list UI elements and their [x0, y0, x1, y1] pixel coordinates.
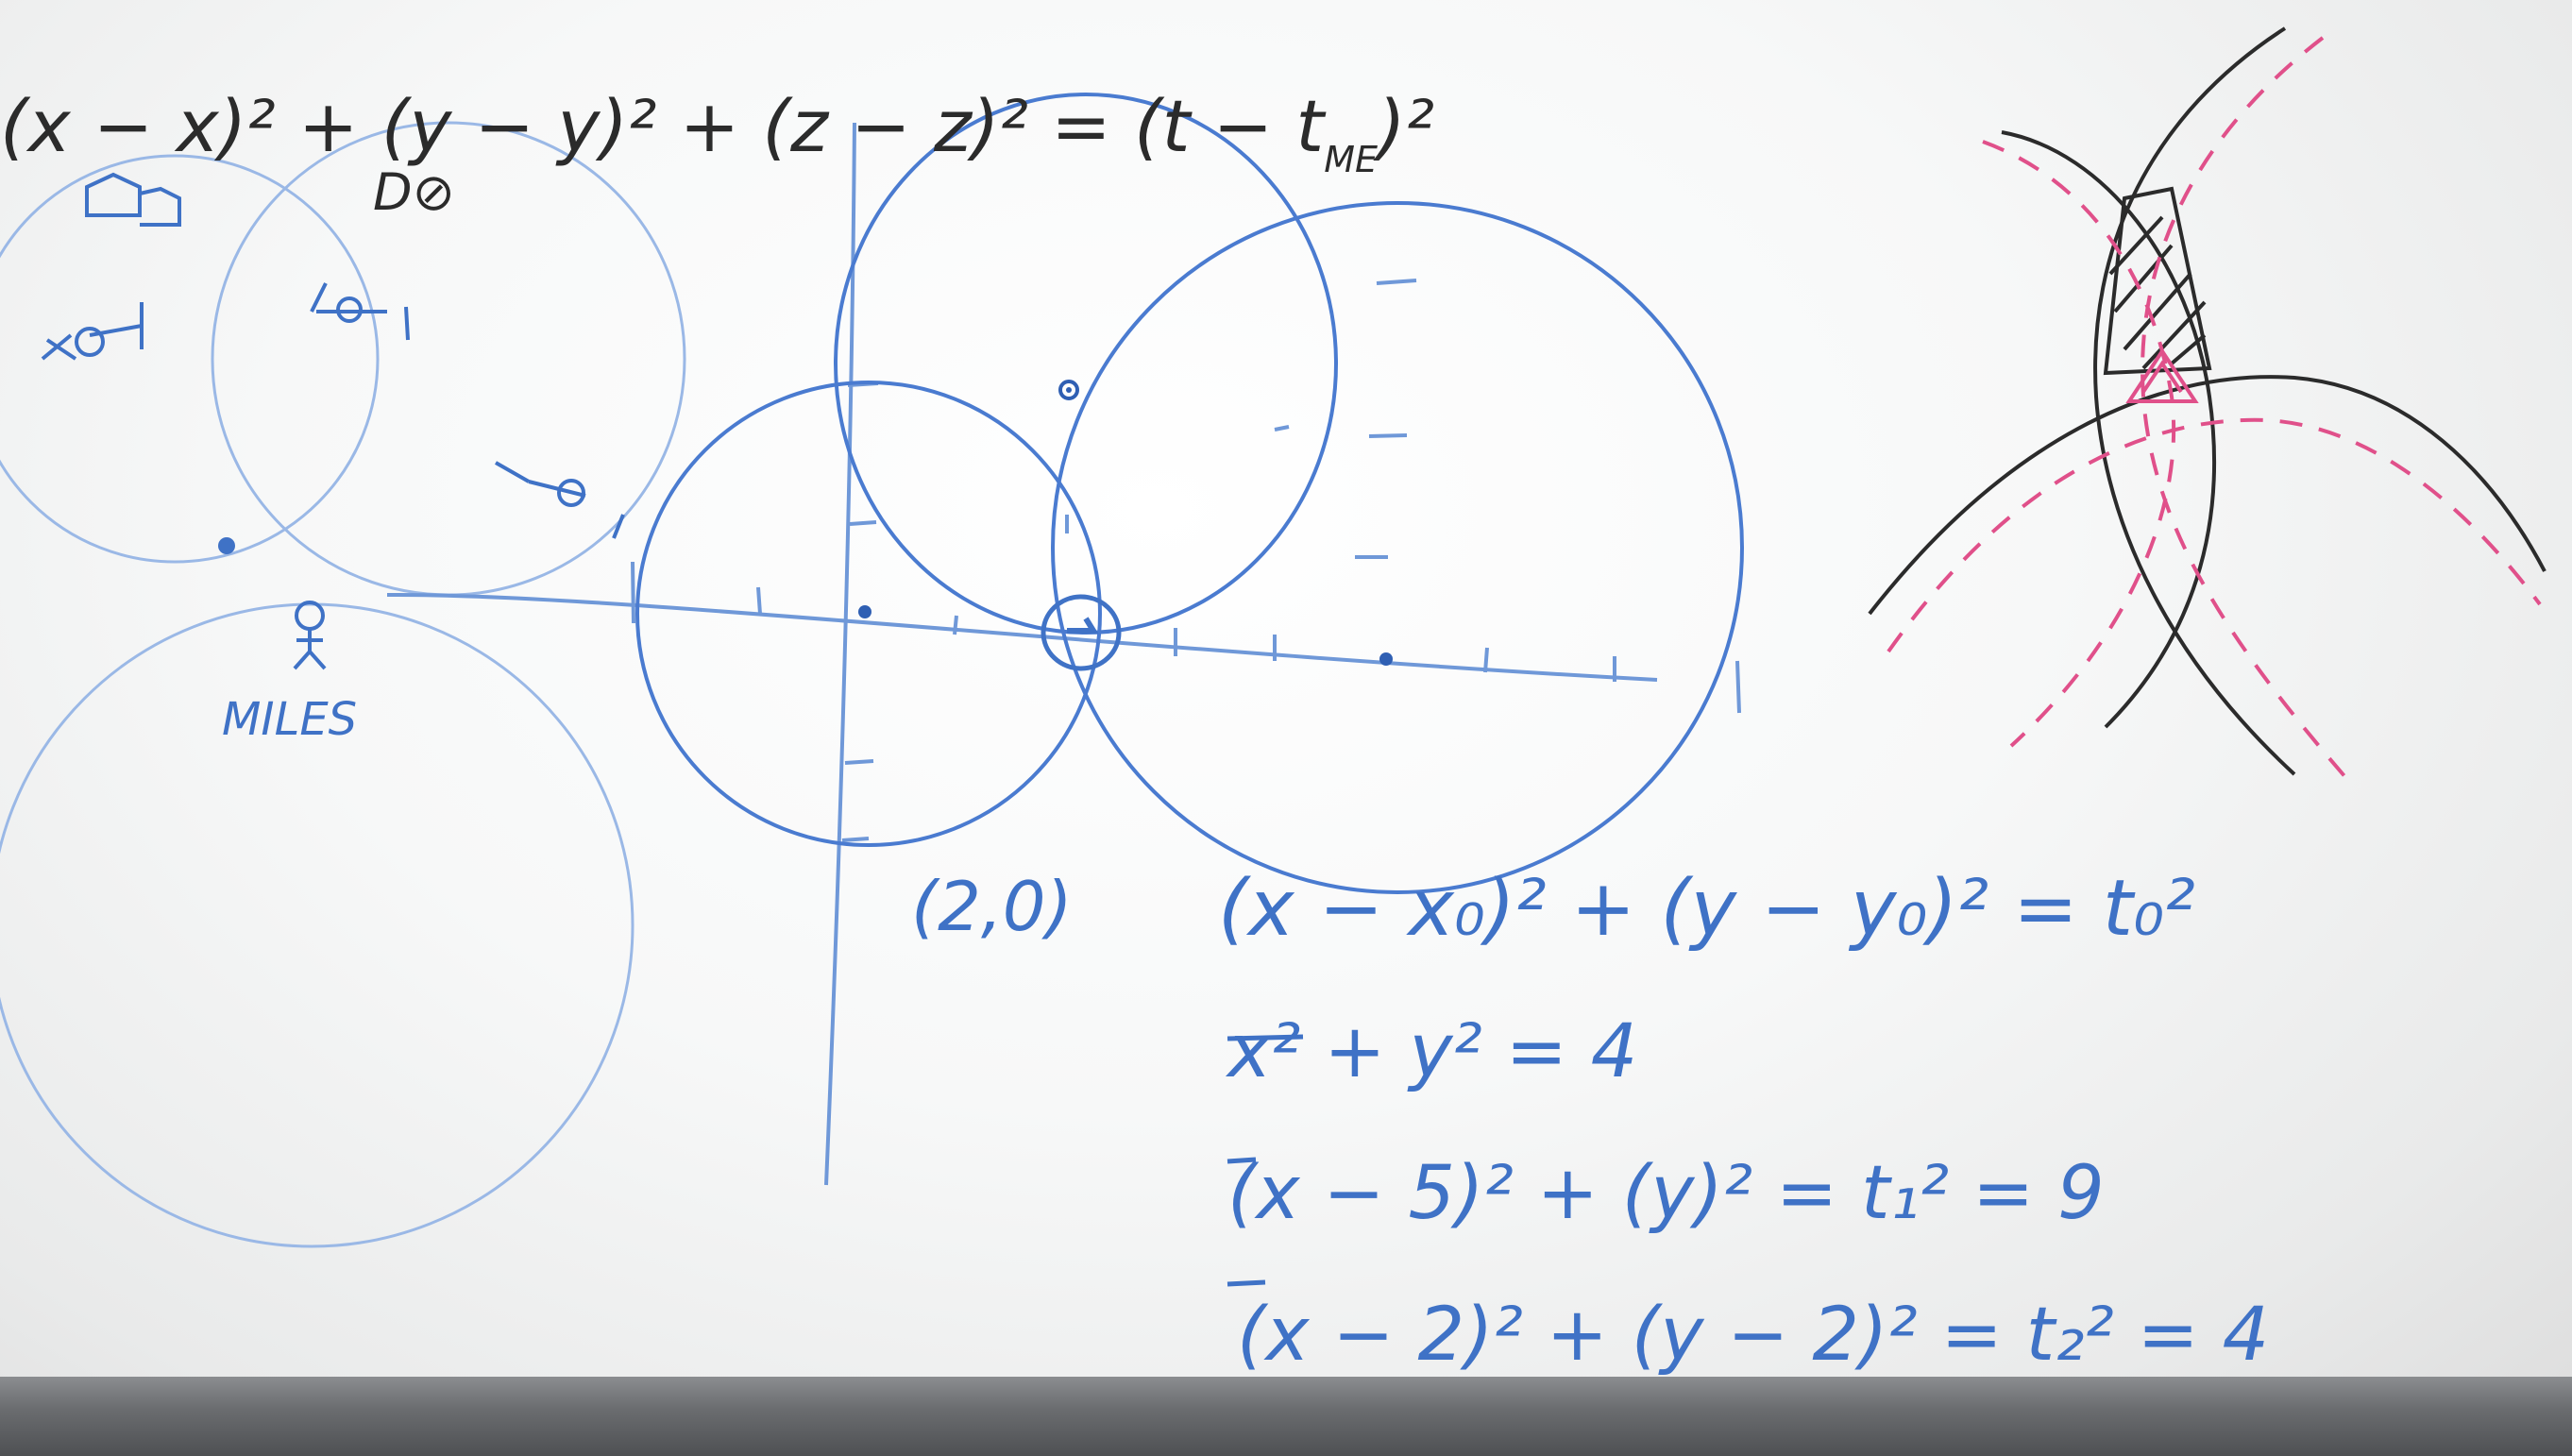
origin-point — [858, 380, 1393, 666]
marker-tray — [0, 1377, 2572, 1456]
distance-equation: (x − x)² + (y − y)² + (z − z)² = (t − tM… — [0, 84, 1434, 180]
circle-equation-1: x² + y² = 4 — [1225, 1009, 1637, 1094]
distance-equation-close: )² — [1373, 84, 1434, 168]
scribble-label: D⊘ — [373, 162, 455, 222]
distance-equation-main: (x − x)² + (y − y)² + (z − z)² = (t − t — [0, 84, 1327, 168]
plotted-circles — [635, 93, 1744, 894]
point-label: (2,0) — [911, 867, 1073, 946]
distance-equation-subscript: ME — [1324, 139, 1378, 180]
intersection-dot — [218, 537, 235, 554]
person-name-label: MILES — [222, 693, 357, 746]
equation-dashes — [1227, 1034, 1304, 1287]
circle-equation-2: (x − 5)² + (y)² = t₁² = 9 — [1227, 1151, 2105, 1236]
radio-tower-sketch-icon — [41, 282, 625, 539]
coordinate-axes — [386, 122, 1741, 1186]
stick-figure-icon — [293, 601, 327, 670]
general-circle-equation: (x − x₀)² + (y − y₀)² = t₀² — [1218, 864, 2195, 954]
intersection-point-mark — [1067, 617, 1099, 634]
faint-circles-sketch — [0, 121, 686, 1248]
intersection-diagram — [1868, 26, 2547, 786]
house-sketch-icon — [85, 172, 181, 227]
intersection-point-circle — [1041, 594, 1122, 671]
circle-equation-3: (x − 2)² + (y − 2)² = t₂² = 4 — [1237, 1293, 2269, 1378]
pink-triangle-icon — [2125, 347, 2199, 403]
